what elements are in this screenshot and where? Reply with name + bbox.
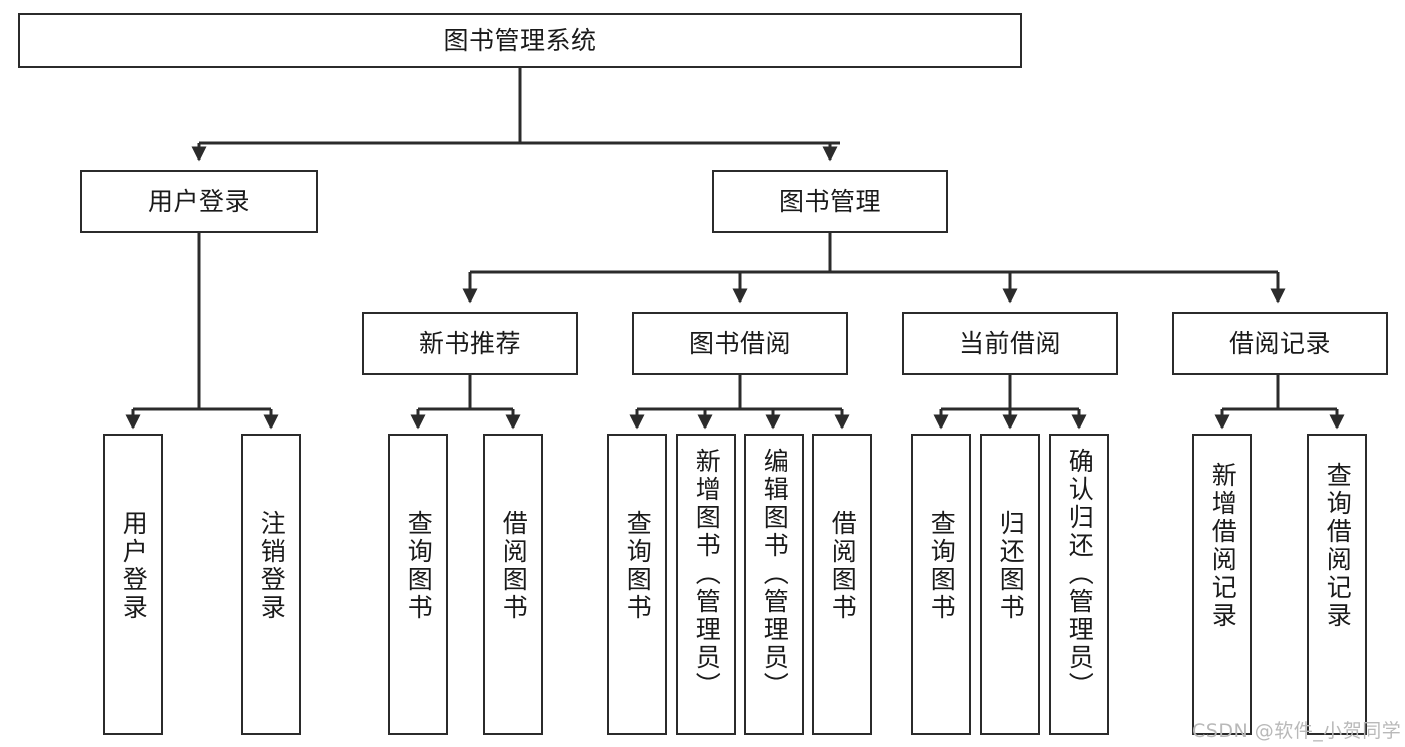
node-leaf-return-book-label: 归还图书 xyxy=(996,510,1026,622)
node-borrow-record-label: 借阅记录 xyxy=(1228,328,1331,358)
node-leaf-borrow-book-2-label: 借阅图书 xyxy=(828,510,858,622)
node-book-borrow[interactable]: 图书借阅 xyxy=(632,312,848,375)
node-leaf-edit-book-label: 编辑图书（管理员） xyxy=(760,448,790,700)
node-leaf-query-book-2-label: 查询图书 xyxy=(623,510,653,622)
node-new-book-recommend[interactable]: 新书推荐 xyxy=(362,312,578,375)
node-root-label: 图书管理系统 xyxy=(443,25,597,55)
node-leaf-add-book[interactable]: 新增图书（管理员） xyxy=(676,434,736,735)
node-leaf-confirm-return[interactable]: 确认归还（管理员） xyxy=(1049,434,1109,735)
node-leaf-user-login-label: 用户登录 xyxy=(119,510,149,622)
node-leaf-add-book-label: 新增图书（管理员） xyxy=(692,448,722,700)
node-leaf-query-record[interactable]: 查询借阅记录 xyxy=(1307,434,1367,735)
node-book-management[interactable]: 图书管理 xyxy=(712,170,948,233)
node-leaf-add-record[interactable]: 新增借阅记录 xyxy=(1192,434,1252,735)
node-leaf-query-book-2[interactable]: 查询图书 xyxy=(607,434,667,735)
node-leaf-edit-book[interactable]: 编辑图书（管理员） xyxy=(744,434,804,735)
node-leaf-query-book-3-label: 查询图书 xyxy=(927,510,957,622)
node-book-management-label: 图书管理 xyxy=(778,186,881,216)
node-leaf-query-book-1-label: 查询图书 xyxy=(404,510,434,622)
node-leaf-logout-login[interactable]: 注销登录 xyxy=(241,434,301,735)
node-leaf-user-login[interactable]: 用户登录 xyxy=(103,434,163,735)
node-borrow-record[interactable]: 借阅记录 xyxy=(1172,312,1388,375)
node-leaf-query-book-3[interactable]: 查询图书 xyxy=(911,434,971,735)
node-leaf-query-record-label: 查询借阅记录 xyxy=(1323,462,1353,630)
node-leaf-add-record-label: 新增借阅记录 xyxy=(1208,462,1238,630)
node-leaf-borrow-book-1[interactable]: 借阅图书 xyxy=(483,434,543,735)
node-user-login[interactable]: 用户登录 xyxy=(80,170,318,233)
node-current-borrow[interactable]: 当前借阅 xyxy=(902,312,1118,375)
node-current-borrow-label: 当前借阅 xyxy=(958,328,1061,358)
node-new-book-recommend-label: 新书推荐 xyxy=(418,328,521,358)
node-root[interactable]: 图书管理系统 xyxy=(18,13,1022,68)
node-leaf-return-book[interactable]: 归还图书 xyxy=(980,434,1040,735)
node-leaf-borrow-book-1-label: 借阅图书 xyxy=(499,510,529,622)
node-leaf-borrow-book-2[interactable]: 借阅图书 xyxy=(812,434,872,735)
node-user-login-label: 用户登录 xyxy=(147,186,250,216)
node-leaf-confirm-return-label: 确认归还（管理员） xyxy=(1065,448,1095,700)
csdn-watermark: CSDN @软件_小贺同学 xyxy=(1192,720,1402,742)
node-leaf-query-book-1[interactable]: 查询图书 xyxy=(388,434,448,735)
node-book-borrow-label: 图书借阅 xyxy=(688,328,791,358)
node-leaf-logout-login-label: 注销登录 xyxy=(257,510,287,622)
